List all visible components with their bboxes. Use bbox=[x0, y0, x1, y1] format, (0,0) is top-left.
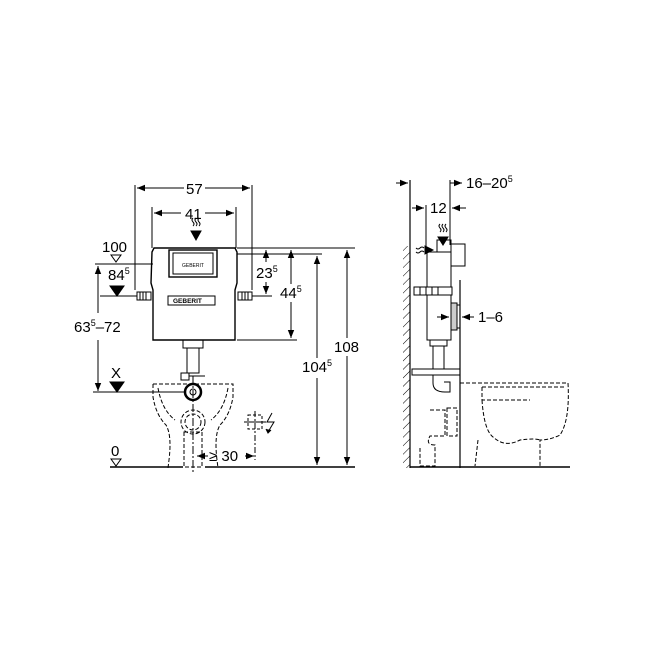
electrical-socket-icon bbox=[244, 411, 275, 460]
cistern: GEBERIT GEBERIT bbox=[136, 247, 253, 402]
dim-label-84: 845 bbox=[108, 266, 130, 284]
level-marker-100 bbox=[95, 254, 153, 265]
level-marker-84 bbox=[100, 285, 137, 297]
water-inlet-icon-side bbox=[415, 223, 449, 255]
brand-label-small: GEBERIT bbox=[182, 263, 204, 269]
dimension-57 bbox=[134, 184, 253, 290]
toilet-bowl-side bbox=[419, 382, 569, 467]
wall-hatch bbox=[403, 246, 410, 468]
level-marker-0 bbox=[110, 458, 122, 467]
brand-label: GEBERIT bbox=[173, 298, 202, 305]
dim-label-0: 0 bbox=[111, 443, 119, 460]
level-marker-x bbox=[93, 381, 185, 393]
water-inlet-icon bbox=[190, 217, 202, 242]
dim-label-44: 445 bbox=[280, 284, 302, 302]
dim-label-12: 12 bbox=[430, 200, 447, 217]
dim-label-23: 235 bbox=[256, 264, 278, 282]
dim-label-1-6: 1–6 bbox=[478, 309, 503, 326]
dim-label-16-20: 16–205 bbox=[466, 174, 513, 192]
dim-label-57: 57 bbox=[186, 181, 203, 198]
dim-label-63-72: 635–72 bbox=[74, 318, 121, 336]
dim-label-30: ≥ 30 bbox=[209, 448, 238, 465]
dim-label-104: 1045 bbox=[302, 358, 332, 376]
dim-label-x: X bbox=[111, 365, 121, 382]
dim-label-108: 108 bbox=[334, 339, 359, 356]
cistern-side bbox=[411, 239, 466, 393]
side-view: 16–205 12 bbox=[396, 174, 570, 468]
front-view: 57 41 GEBERIT GEBERIT bbox=[74, 181, 359, 472]
dim-label-41: 41 bbox=[185, 206, 202, 223]
dimension-41 bbox=[151, 207, 237, 248]
dim-label-100: 100 bbox=[102, 239, 127, 256]
